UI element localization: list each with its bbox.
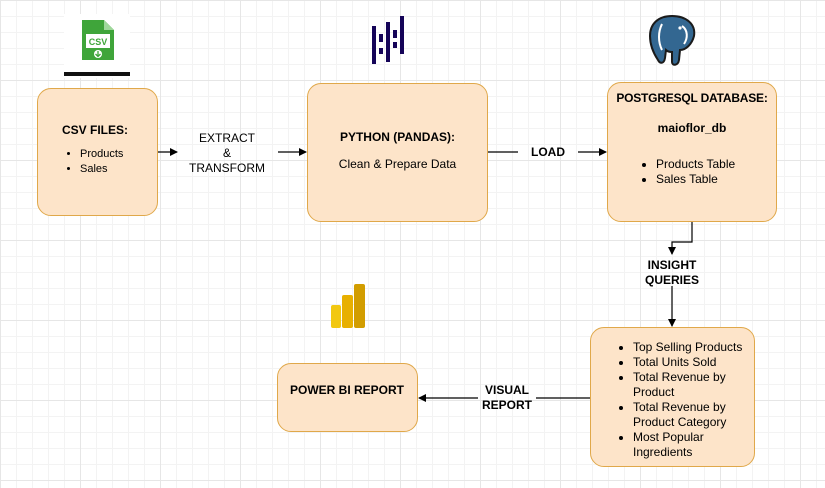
list-item: Sales	[80, 162, 157, 177]
power-bi-report-node: POWER BI REPORT	[277, 363, 418, 432]
insight-queries-list: Top Selling Products Total Units Sold To…	[613, 340, 750, 460]
power-bi-report-title: POWER BI REPORT	[290, 383, 405, 397]
postgresql-title: POSTGRESQL DATABASE:	[616, 91, 768, 105]
queries-text: QUERIES	[644, 273, 699, 287]
list-item: Total Revenue by Product	[633, 370, 750, 400]
csv-file-icon: CSV	[64, 14, 130, 78]
list-item: Sales Table	[656, 172, 776, 187]
insight-queries-node: Top Selling Products Total Units Sold To…	[590, 327, 755, 467]
insight-queries-label: INSIGHT QUERIES	[632, 258, 712, 288]
power-bi-logo-icon	[330, 283, 366, 329]
python-pandas-node: PYTHON (PANDAS): Clean & Prepare Data	[307, 83, 488, 222]
report-text: REPORT	[481, 398, 532, 412]
python-pandas-subtitle: Clean & Prepare Data	[338, 157, 457, 171]
postgresql-elephant-icon	[644, 12, 700, 68]
postgresql-node: POSTGRESQL DATABASE: maioflor_db Product…	[607, 82, 777, 222]
insight-text: INSIGHT	[647, 258, 697, 272]
visual-text: VISUAL	[484, 383, 529, 397]
load-label: LOAD	[531, 145, 565, 159]
ampersand-text: &	[222, 146, 231, 160]
list-item: Total Revenue by Product Category	[633, 400, 750, 430]
csv-files-title: CSV FILES:	[62, 123, 129, 137]
list-item: Products	[80, 147, 157, 162]
extract-text: EXTRACT	[198, 131, 255, 145]
list-item: Most Popular Ingredients	[633, 430, 750, 460]
list-item: Total Units Sold	[633, 355, 750, 370]
postgresql-table-list: Products Table Sales Table	[608, 157, 776, 187]
csv-files-list: Products Sales	[62, 147, 157, 177]
arrow-postgres-to-insight	[668, 222, 693, 255]
transform-text: TRANSFORM	[189, 161, 265, 175]
pandas-logo-icon	[370, 16, 404, 66]
visual-report-label: VISUAL REPORT	[474, 383, 540, 413]
csv-files-node: CSV FILES: Products Sales	[37, 88, 158, 216]
extract-transform-label: EXTRACT & TRANSFORM	[178, 131, 276, 176]
list-item: Top Selling Products	[633, 340, 750, 355]
python-pandas-title: PYTHON (PANDAS):	[339, 130, 456, 144]
csv-icon-label: CSV	[89, 37, 108, 47]
database-name: maioflor_db	[657, 121, 727, 135]
list-item: Products Table	[656, 157, 776, 172]
